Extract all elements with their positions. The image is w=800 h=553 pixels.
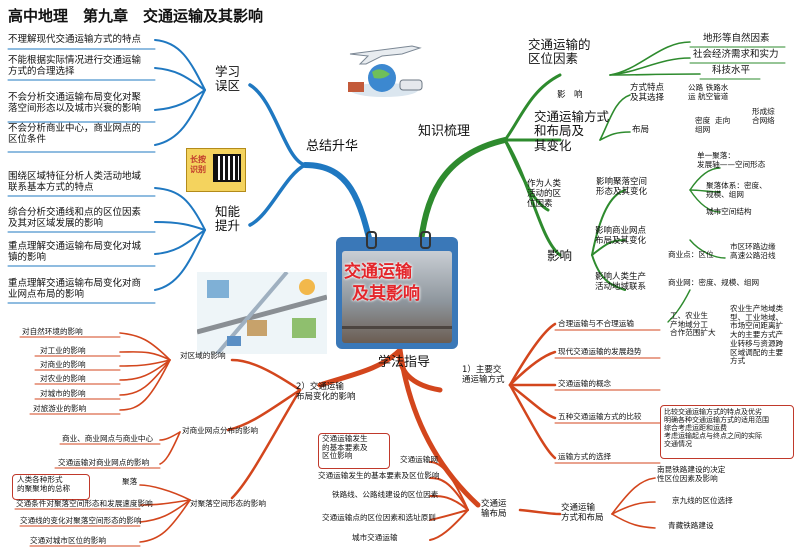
juluo-tixi: 聚落体系：密度、 规模、组网 — [706, 181, 767, 199]
quyu-item-3: 对商业的影响 — [40, 360, 86, 369]
xuexi-wuqu-label: 学习 误区 — [215, 64, 241, 94]
quyu-yingxiang: 对区域的影响 — [180, 351, 226, 360]
fangshi-tedian-detail: 公路 铁路水 运 航空管道 — [688, 83, 729, 101]
quyu-item-6: 对旅游业的影响 — [33, 404, 87, 413]
yingxiang-label: 影响 — [547, 248, 573, 263]
qr-label: 长按 识别 — [190, 155, 206, 174]
yingxiang-small: 影 响 — [557, 90, 583, 100]
jiben-yaosu-box: 交通运输发生 的基本要素及 区位影响 — [318, 433, 390, 469]
branch-xuefa: 学法指导 — [378, 355, 431, 370]
fangshi-tedian: 方式特点 及其选择 — [630, 83, 665, 103]
renlei-jiju-box: 人类各种形式 的聚聚地的总称 — [12, 474, 90, 500]
tisheng-item-1: 围绕区域特征分析人类活动地域 联系基本方式的特点 — [8, 171, 142, 193]
yinsu-item-3: 科技水平 — [712, 65, 751, 76]
julu-item-3: 交通线的变化对聚落空间形态的影响 — [20, 516, 142, 525]
shangye-huanlu: 市区环路边缘 高速公路沿线 — [730, 242, 776, 260]
fengong-detail: 农业生产地域类 型、工业地域、 市场空间距离扩 大的主要方式产 业转移与资源跨 … — [730, 304, 784, 366]
qr-code-badge[interactable]: 长按 识别 — [186, 148, 246, 192]
shangye-fenbu: 对商业网点分布的影响 — [182, 426, 258, 435]
buju-item-1: 交通运输网 — [400, 455, 438, 464]
yingxiang-shangye: 影响商业网点 布局及其变化 — [595, 226, 647, 246]
quyu-item-4: 对农业的影响 — [40, 374, 86, 383]
buju-node: 布局 — [632, 125, 650, 135]
tisheng-item-4: 重点理解交通运输布局变化对商 业网点布局的影响 — [8, 278, 142, 300]
fangshi-buju-item-3: 青藏铁路建设 — [668, 521, 714, 530]
bijiao-box: 比较交通运输方式的特点及优劣 明确各种交通运输方式的适用范围 综合考虑运距和运费… — [660, 405, 794, 459]
branch-zhishi: 知识梳理 — [418, 124, 471, 139]
railway-photo — [342, 251, 452, 343]
qr-code-icon — [213, 154, 241, 182]
buju-item-3: 铁路线、公路线建设的区位因素 — [332, 490, 439, 499]
jiben-yaosu-box-text: 交通运输发生 的基本要素及 区位影响 — [322, 434, 368, 461]
zhuyao-item-3: 交通运输的概念 — [558, 379, 612, 388]
julu-item-1: 聚落 — [122, 477, 138, 486]
fangshi-buju-node: 交通运输 方式和布局 — [561, 503, 604, 523]
xingcheng-network: 形成综 合网络 — [752, 107, 775, 125]
yingxiang-juluo: 影响聚落空间 形态及其变化 — [596, 177, 648, 197]
quyu-item-5: 对城市的影响 — [40, 389, 86, 398]
wuqu-item-2: 不能根据实际情况进行交通运输 方式的合理选择 — [8, 55, 142, 77]
renlei-huodong-node: 作为人类 活动的区 位因素 — [527, 179, 562, 209]
center-topic-line1: 交通运输 — [344, 262, 412, 282]
center-topic-card: 交通运输 及其影响 — [336, 231, 458, 349]
zhineng-tisheng-label: 知能 提升 — [215, 204, 241, 234]
transport-city-illustration — [196, 270, 328, 356]
page-title: 高中地理 第九章 交通运输及其影响 — [8, 7, 264, 25]
buju-bianhua: 2）交通运输 布局变化的影响 — [296, 382, 356, 402]
zhuyao-fangshi: 1）主要交 通运输方式 — [462, 365, 505, 385]
buju-item-5: 城市交通运输 — [352, 533, 398, 542]
chengshi-jiegou: 城市空间结构 — [706, 207, 752, 216]
yingxiang-shengchan: 影响人类生产 活动地域联系 — [595, 272, 647, 292]
juluo-danyi: 单一聚落： 发展轴——空间形态 — [697, 151, 766, 169]
airplane-globe-illustration — [342, 40, 426, 102]
zhuyao-item-5: 运输方式的选择 — [558, 452, 612, 461]
renlei-jiju: 人类各种形式 的聚聚地的总称 — [17, 475, 71, 493]
yinsu-item-1: 地形等自然因素 — [703, 33, 770, 44]
wuqu-item-4: 不会分析商业中心，商业网点的 区位条件 — [8, 123, 142, 145]
fengong-hezuo: 工、农业生 产地域分工 合作范围扩大 — [670, 311, 716, 338]
shangye-fenbu-item-2: 交通运输对商业网点的影响 — [58, 458, 150, 467]
quwei-yinsu-label: 交通运输的 区位因素 — [528, 37, 591, 67]
zhuyao-item-2: 现代交通运输的发展趋势 — [558, 347, 642, 356]
buju-detail: 密度 走向 组网 — [695, 116, 731, 134]
quyu-item-2: 对工业的影响 — [40, 346, 86, 355]
zhuyao-item-1: 合理运输与不合理运输 — [558, 319, 634, 328]
julu-item-4: 交通对城市区位的影响 — [30, 536, 106, 545]
tisheng-item-2: 综合分析交通线和点的区位因素 及其对区域发展的影响 — [8, 207, 142, 229]
quyu-item-1: 对自然环境的影响 — [22, 327, 83, 336]
fangshi-buju-item-2: 京九线的区位选择 — [672, 496, 733, 505]
buju-item-4: 交通运输点的区位因素和选址原则 — [322, 513, 436, 522]
shangye-dian: 商业点：区位 — [668, 250, 714, 259]
bijiao-box-text: 比较交通运输方式的特点及优劣 明确各种交通运输方式的适用范围 综合考虑运距和运费… — [664, 408, 769, 449]
center-topic: 交通运输 及其影响 — [344, 261, 420, 305]
tisheng-item-3: 重点理解交通运输布局变化对城 镇的影响 — [8, 241, 142, 263]
shangye-fenbu-item-1: 商业、商业网点与商业中心 — [62, 434, 154, 443]
julu-kongjian: 对聚落空间形态的影响 — [190, 499, 266, 508]
julu-item-2: 交通条件对聚落空间形态和发展速度影响 — [16, 499, 153, 508]
center-topic-line2: 及其影响 — [352, 284, 420, 304]
yinsu-item-2: 社会经济需求和实力 — [693, 49, 779, 60]
branch-zongjie: 总结升华 — [306, 139, 359, 154]
fangshi-buju-label: 交通运输方式 和布局及 其变化 — [534, 109, 610, 153]
wuqu-item-3: 不会分析交通运输布局变化对聚 落空间形态以及城市兴衰的影响 — [8, 92, 142, 114]
wuqu-item-1: 不理解现代交通运输方式的特点 — [8, 34, 142, 45]
shangye-wang: 商业网：密度、规模、组网 — [668, 278, 760, 287]
zhuyao-item-4: 五种交通运输方式的比较 — [558, 412, 642, 421]
yunshu-buju: 交通运 输布局 — [481, 499, 507, 519]
fangshi-buju-item-1: 南昆铁路建设的决定 性区位因素及影响 — [657, 465, 726, 483]
buju-item-2: 交通运输发生的基本要素及区位影响 — [318, 471, 440, 480]
